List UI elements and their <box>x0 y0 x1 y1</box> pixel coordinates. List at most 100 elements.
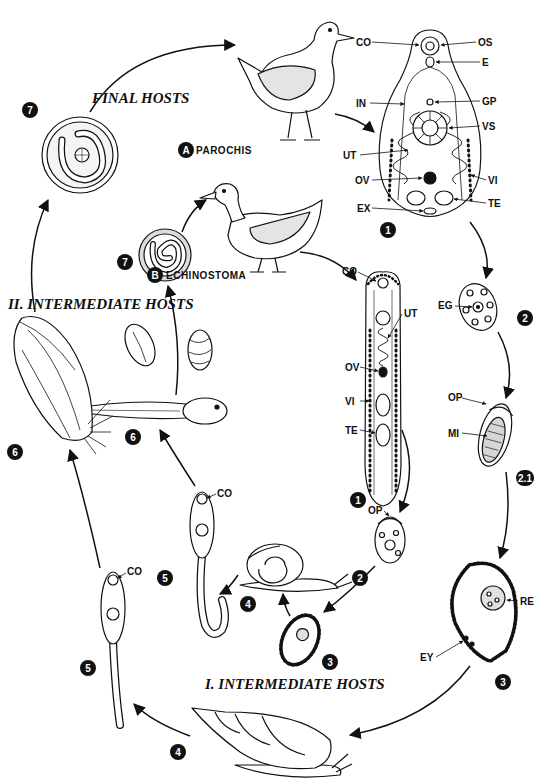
callout-number: 7 <box>117 254 133 270</box>
whelk-snail <box>215 712 305 755</box>
part-label: CO <box>342 266 357 277</box>
egg <box>378 519 402 525</box>
part-label: OV <box>355 175 369 186</box>
leader-line <box>435 101 480 102</box>
cycle-arrow <box>500 472 508 558</box>
cercaria <box>201 556 225 634</box>
leader-line <box>436 62 480 63</box>
duck-host <box>228 200 322 259</box>
part-label: MI <box>448 428 459 439</box>
echinostoma-fluke <box>376 424 390 446</box>
leader-line <box>449 126 480 128</box>
metacercaria-cyst <box>42 117 118 193</box>
gull-host <box>238 22 354 113</box>
part-label: TE <box>345 425 358 436</box>
small-snail-host <box>188 330 212 370</box>
part-label: E <box>482 57 489 68</box>
duck-host <box>250 212 310 244</box>
leader-line <box>358 272 402 433</box>
life-cycle-illustration <box>14 22 518 777</box>
leader-line <box>360 367 378 371</box>
cycle-arrow <box>283 594 290 616</box>
parorchis-fluke <box>422 120 438 136</box>
duck-host <box>223 190 226 193</box>
leader-line <box>360 401 369 402</box>
cycle-arrow <box>470 222 487 278</box>
small-snail-host <box>189 338 211 364</box>
mussel-host <box>14 317 92 441</box>
egg <box>380 533 385 538</box>
parorchis-fluke <box>379 30 481 217</box>
cycle-arrow <box>182 200 206 232</box>
echinostoma-fluke <box>365 272 401 506</box>
echinostoma-fluke <box>378 278 388 288</box>
cycle-arrow <box>90 45 235 112</box>
parorchis-fluke <box>426 42 434 50</box>
egg <box>453 278 503 335</box>
metacercaria-cyst <box>153 242 179 270</box>
tadpole-host <box>80 410 180 411</box>
echinostoma-fluke <box>376 394 390 416</box>
metacercaria-cyst <box>75 148 89 162</box>
leader-line <box>462 398 486 404</box>
egg <box>481 289 487 295</box>
cercaria <box>190 492 214 558</box>
host-group-heading: II. INTERMEDIATE HOSTS <box>8 296 193 313</box>
part-label: RE <box>520 596 534 607</box>
cycle-arrow <box>324 566 375 612</box>
parorchis-fluke <box>413 111 447 145</box>
miracidium <box>275 611 325 670</box>
egg <box>394 531 399 536</box>
cycle-arrow <box>160 430 195 486</box>
miracidium <box>507 600 518 601</box>
egg <box>453 278 503 335</box>
cercaria <box>101 572 125 644</box>
callout-number: 6 <box>7 444 23 460</box>
cercaria <box>113 640 120 725</box>
leader-line <box>388 314 402 338</box>
egg <box>485 316 491 322</box>
leader-line <box>462 433 487 436</box>
egg <box>384 511 389 516</box>
leader-line <box>360 150 408 155</box>
egg <box>467 290 473 296</box>
leader-line <box>372 178 422 180</box>
tadpole-host <box>183 398 227 424</box>
miracidium <box>436 564 518 660</box>
part-label: EX <box>357 203 370 214</box>
callout-number: 5 <box>157 570 173 586</box>
echinostoma-fluke <box>378 328 388 366</box>
callout-number: 3 <box>495 674 511 690</box>
part-label: OP <box>448 392 462 403</box>
part-label: UT <box>404 308 417 319</box>
leader-line <box>360 42 486 211</box>
echinostoma-fluke <box>374 290 392 495</box>
echinostoma-fluke <box>370 330 396 495</box>
part-label: TE <box>488 198 501 209</box>
cycle-arrow <box>32 45 510 736</box>
gull-host <box>258 66 315 100</box>
metacercaria-cyst <box>47 122 113 188</box>
host-group-heading: FINAL HOSTS <box>92 90 189 107</box>
parorchis-fluke <box>413 111 447 145</box>
cycle-arrow <box>70 450 100 568</box>
part-label: UT <box>343 150 356 161</box>
egg <box>385 540 395 550</box>
duck-host <box>214 184 245 222</box>
egg <box>396 551 401 556</box>
parorchis-fluke <box>426 57 434 67</box>
whelk-snail <box>192 708 352 777</box>
leader-line <box>462 398 487 436</box>
metacercaria-cyst <box>42 117 118 193</box>
callout-number: 4 <box>240 596 256 612</box>
callout-number: 3 <box>322 654 338 670</box>
parorchis-fluke <box>407 191 425 205</box>
callout-number: 2.1 <box>516 470 534 486</box>
cycle-arrow <box>400 430 410 512</box>
callout-number: B <box>147 267 163 283</box>
part-label: EG <box>438 300 452 311</box>
tadpole-host <box>215 405 219 409</box>
cycle-arrow <box>498 332 510 398</box>
cycle-arrow <box>335 114 374 132</box>
metacercaria-cyst <box>61 133 102 180</box>
